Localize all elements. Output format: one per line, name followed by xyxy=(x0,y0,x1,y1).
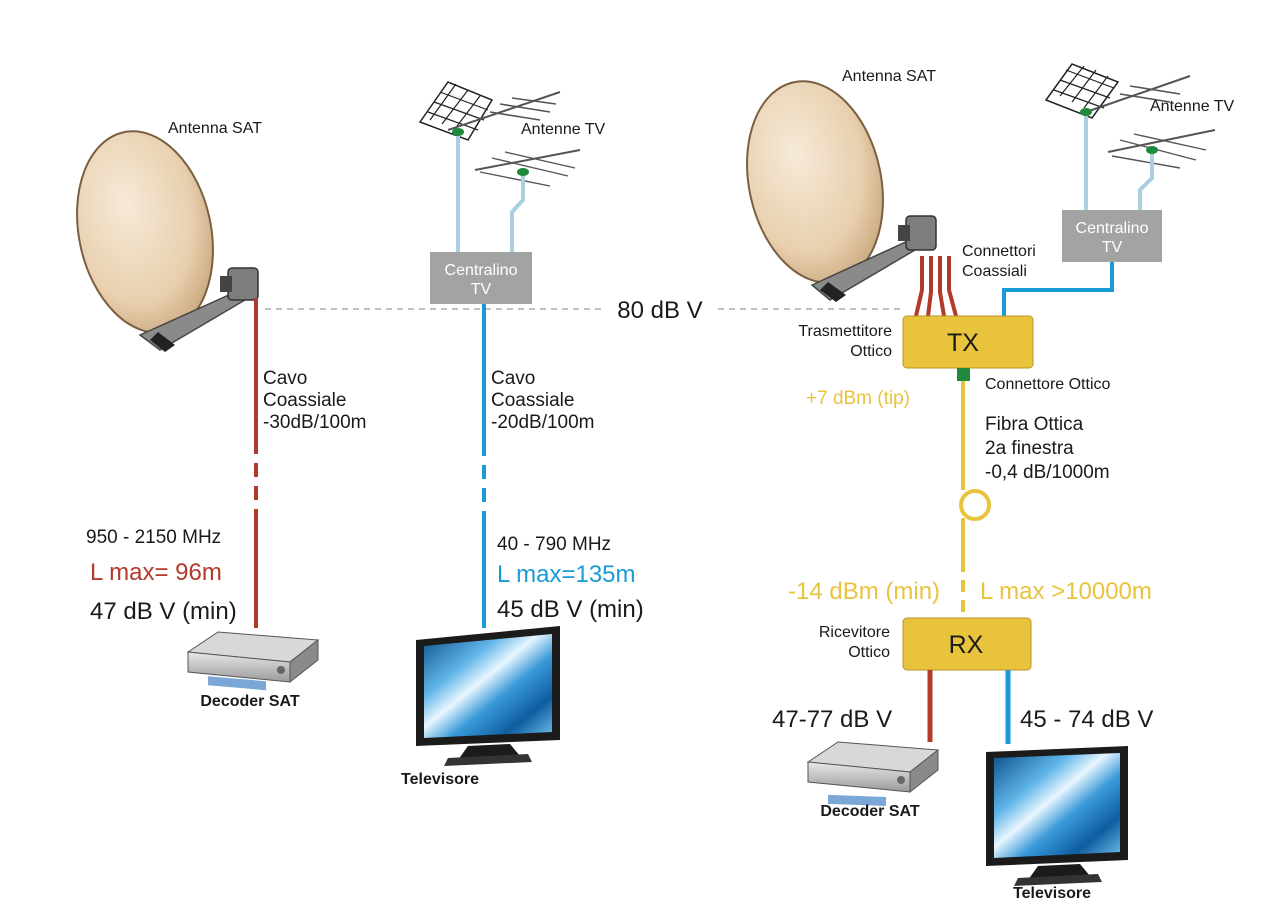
level-tv-left: 45 dB V (min) xyxy=(497,596,644,623)
decoder-sat-right-label: Decoder SAT xyxy=(820,803,920,820)
decoder-sat-right-icon xyxy=(806,741,940,806)
centralino-tv-right xyxy=(1062,210,1162,262)
antenna-sat-left-label: Antenna SAT xyxy=(168,120,262,137)
reference-level-label: 80 dB V xyxy=(617,297,702,324)
televisore-left-label: Televisore xyxy=(401,771,479,788)
mast-cable-left-2 xyxy=(510,176,525,252)
tx-power-label: +7 dBm (tip) xyxy=(806,388,910,409)
optical-connector-icon xyxy=(957,368,970,381)
cavo-sat-left-line2: Coassiale xyxy=(263,390,346,411)
antenne-tv-left-label: Antenne TV xyxy=(521,121,606,138)
cavo-sat-left-line1: Cavo xyxy=(263,368,307,389)
connettore-ottico-label: Connettore Ottico xyxy=(985,376,1111,393)
satellite-dish-left-icon xyxy=(76,130,259,352)
centralino-right-line1: Centralino xyxy=(1076,220,1149,237)
televisore-right-icon xyxy=(986,746,1128,886)
lmax-sat-left: L max= 96m xyxy=(90,559,222,586)
tv-antennas-left-icon xyxy=(418,81,581,187)
freq-sat-left: 950 - 2150 MHz xyxy=(86,527,221,548)
rx-label: RX xyxy=(949,631,984,659)
trasmettitore-line1: Trasmettitore xyxy=(798,323,892,340)
tx-label: TX xyxy=(947,329,979,357)
connettori-line2: Coassiali xyxy=(962,263,1027,280)
tv-antennas-right-icon xyxy=(1044,63,1216,169)
fibra-line3: -0,4 dB/1000m xyxy=(985,462,1110,483)
centralino-tv-left xyxy=(430,252,532,304)
cavo-tv-left-line3: -20dB/100m xyxy=(491,412,595,433)
level-sat-left: 47 dB V (min) xyxy=(90,598,237,625)
cavo-tv-left-line1: Cavo xyxy=(491,368,535,389)
cavo-tv-left-line2: Coassiale xyxy=(491,390,574,411)
freq-tv-left: 40 - 790 MHz xyxy=(497,534,611,555)
rx-power-label: -14 dBm (min) xyxy=(788,578,940,605)
level-sat-right: 47-77 dB V xyxy=(772,706,892,733)
ricevitore-line1: Ricevitore xyxy=(819,624,890,641)
centralino-left-line2: TV xyxy=(471,281,492,298)
satellite-dish-right-icon xyxy=(746,80,937,302)
centralino-left-line1: Centralino xyxy=(445,262,518,279)
coax-connectors-bundle xyxy=(914,256,958,317)
lmax-fibra-label: L max >10000m xyxy=(980,578,1152,605)
centralino-right-line2: TV xyxy=(1102,239,1123,256)
lmax-tv-left: L max=135m xyxy=(497,561,636,588)
fibra-line2: 2a finestra xyxy=(985,438,1074,459)
cavo-sat-left-line3: -30dB/100m xyxy=(263,412,367,433)
decoder-sat-left-icon xyxy=(186,631,320,691)
connettori-line1: Connettori xyxy=(962,243,1036,260)
level-tv-right: 45 - 74 dB V xyxy=(1020,706,1153,733)
televisore-right-label: Televisore xyxy=(1013,885,1091,902)
mast-cable-right-2 xyxy=(1138,154,1154,210)
fibra-line1: Fibra Ottica xyxy=(985,414,1084,435)
antenne-tv-right-label: Antenne TV xyxy=(1150,98,1235,115)
rx-box xyxy=(902,617,1032,671)
trasmettitore-line2: Ottico xyxy=(850,343,892,360)
ricevitore-line2: Ottico xyxy=(848,644,890,661)
televisore-left-icon xyxy=(416,626,560,766)
fiber-loop-icon xyxy=(959,489,991,521)
tv-cable-to-tx xyxy=(1002,262,1114,316)
decoder-sat-left-label: Decoder SAT xyxy=(200,693,300,710)
antenna-sat-right-label: Antenna SAT xyxy=(842,68,936,85)
